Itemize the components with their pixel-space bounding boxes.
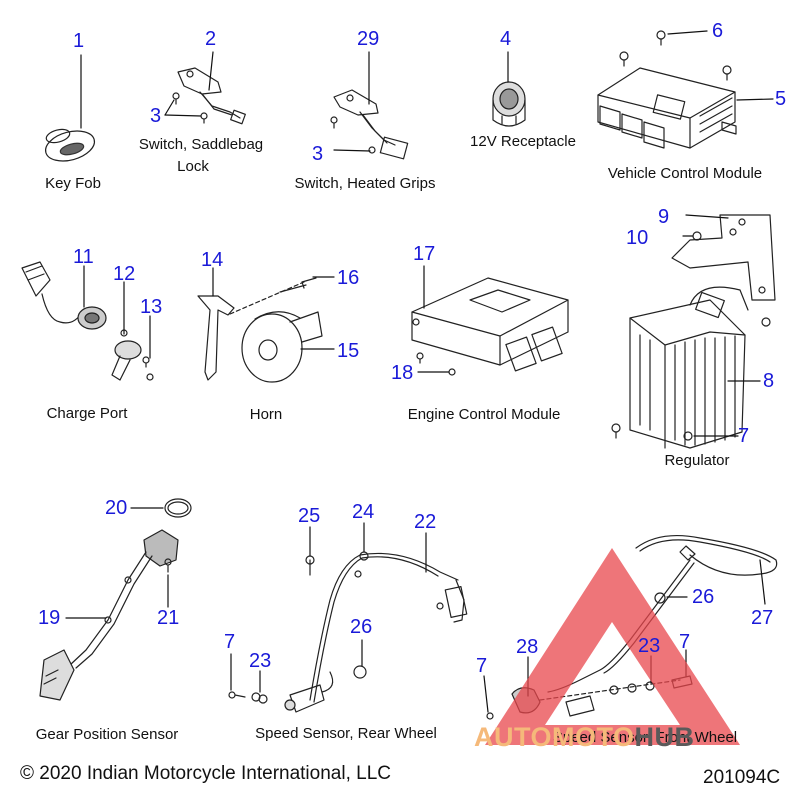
callout-26-front: 26 bbox=[692, 586, 715, 608]
copyright-notice: © 2020 Indian Motorcycle International, … bbox=[20, 763, 391, 784]
callout-11: 11 bbox=[73, 246, 94, 268]
callout-3-grips: 3 bbox=[312, 143, 324, 165]
caption-saddlebag-line1: Switch, Saddlebag bbox=[138, 136, 264, 153]
key-fob-drawing bbox=[44, 128, 96, 162]
watermark-text-part2: HUB bbox=[634, 722, 695, 752]
vcm-drawing bbox=[597, 30, 737, 149]
callout-7-rear: 7 bbox=[224, 631, 236, 653]
receptacle-drawing bbox=[492, 81, 526, 127]
caption-horn: Horn bbox=[249, 406, 283, 423]
callout-6: 6 bbox=[712, 20, 724, 42]
document-number: 201094C bbox=[703, 767, 781, 788]
caption-ecm: Engine Control Module bbox=[407, 406, 561, 423]
charge-port-drawing bbox=[21, 261, 154, 381]
caption-gear-sensor: Gear Position Sensor bbox=[35, 726, 179, 743]
callout-14: 14 bbox=[201, 249, 224, 271]
callout-24: 24 bbox=[352, 501, 375, 523]
callout-22: 22 bbox=[414, 511, 437, 533]
callout-10: 10 bbox=[626, 227, 649, 249]
callout-29: 29 bbox=[357, 28, 380, 50]
callout-23-rear: 23 bbox=[249, 650, 272, 672]
callout-25: 25 bbox=[298, 505, 321, 527]
watermark-logo bbox=[485, 548, 740, 745]
callout-17: 17 bbox=[413, 243, 436, 265]
callout-13: 13 bbox=[140, 296, 163, 318]
callout-8: 8 bbox=[763, 370, 775, 392]
gear-sensor-drawing bbox=[39, 498, 192, 701]
rear-sensor-drawing bbox=[228, 551, 468, 713]
regulator-drawing bbox=[611, 214, 776, 449]
callout-1: 1 bbox=[73, 30, 85, 52]
callout-19: 19 bbox=[38, 607, 61, 629]
watermark-text-part1: AUTOMOTO bbox=[474, 722, 635, 752]
callout-12: 12 bbox=[113, 263, 136, 285]
callout-27: 27 bbox=[751, 607, 774, 629]
callout-26-rear: 26 bbox=[350, 616, 373, 638]
callout-28: 28 bbox=[516, 636, 539, 658]
caption-regulator: Regulator bbox=[664, 452, 730, 469]
callout-2: 2 bbox=[205, 28, 217, 50]
callout-5: 5 bbox=[775, 88, 787, 110]
callout-21: 21 bbox=[157, 607, 180, 629]
watermark-text: AUTOMOTOHUB bbox=[474, 722, 695, 753]
callout-3-saddlebag: 3 bbox=[150, 105, 162, 127]
heated-grips-switch-drawing bbox=[330, 89, 409, 160]
caption-heated-grips: Switch, Heated Grips bbox=[294, 175, 436, 192]
callout-4: 4 bbox=[500, 28, 512, 50]
caption-rear-sensor: Speed Sensor, Rear Wheel bbox=[255, 725, 437, 742]
callout-7-regulator: 7 bbox=[738, 425, 750, 447]
caption-vcm: Vehicle Control Module bbox=[607, 165, 763, 182]
callout-7-front-b: 7 bbox=[476, 655, 488, 677]
caption-key-fob: Key Fob bbox=[45, 175, 101, 192]
callout-7-front-a: 7 bbox=[679, 631, 691, 653]
callout-9: 9 bbox=[658, 206, 670, 228]
saddlebag-switch-drawing bbox=[172, 67, 246, 125]
caption-charge-port: Charge Port bbox=[46, 405, 128, 422]
callout-23-front: 23 bbox=[638, 635, 661, 657]
caption-receptacle: 12V Receptacle bbox=[470, 133, 576, 150]
caption-saddlebag-line2: Lock bbox=[177, 158, 209, 175]
ecm-drawing bbox=[411, 277, 569, 376]
caption-front-sensor: Speed Sensor, Front Wheel bbox=[552, 729, 738, 746]
callout-15: 15 bbox=[337, 340, 360, 362]
callout-20: 20 bbox=[105, 497, 128, 519]
callout-18: 18 bbox=[391, 362, 414, 384]
callout-16: 16 bbox=[337, 267, 360, 289]
horn-drawing bbox=[197, 277, 323, 383]
